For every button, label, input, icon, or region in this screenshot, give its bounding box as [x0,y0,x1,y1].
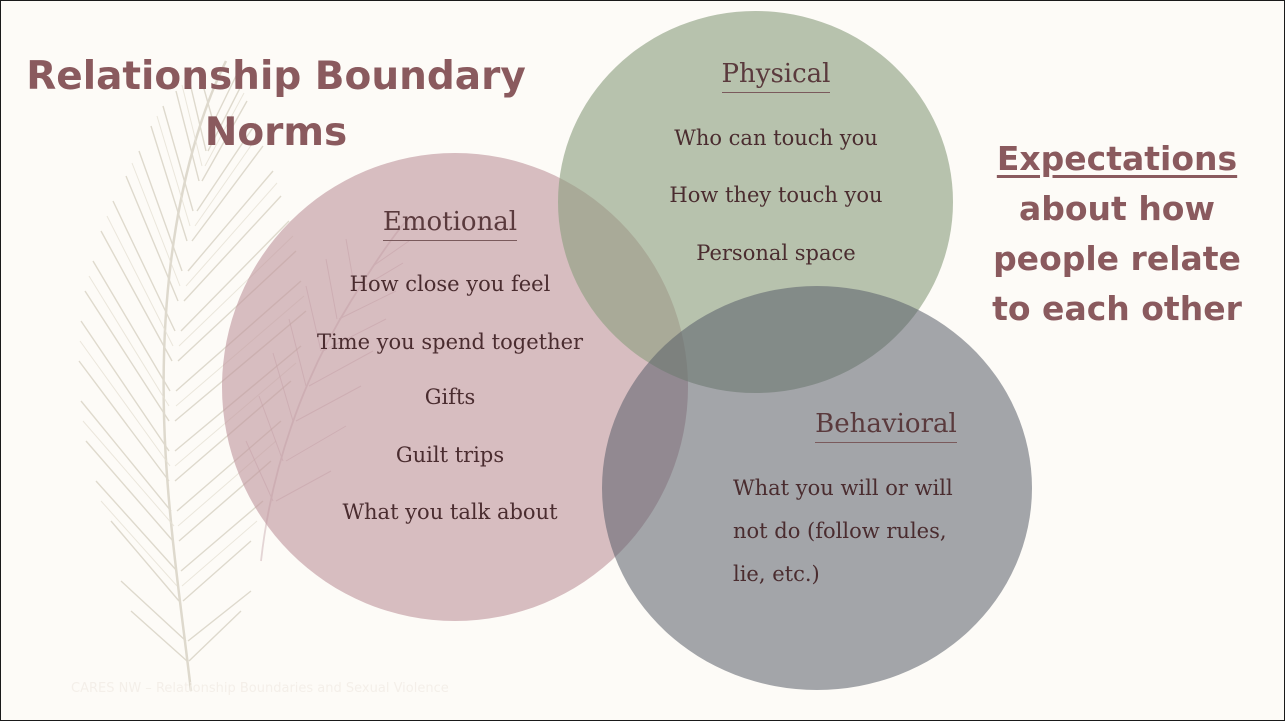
physical-heading: Physical [676,59,876,93]
physical-item: How they touch you [669,183,883,207]
expectations-keyword: Expectations [996,139,1238,178]
expectations-statement: Expectations about how people relate to … [969,134,1265,334]
physical-item: Who can touch you [674,126,878,150]
emotional-item: Guilt trips [395,443,505,467]
emotional-item: Gifts [424,385,476,409]
emotional-item: How close you feel [349,272,551,296]
emotional-item: What you talk about [342,500,558,524]
emotional-heading: Emotional [350,207,550,241]
slide-footer: CARES NW – Relationship Boundaries and S… [71,681,449,696]
expectations-rest: about how people relate to each other [992,189,1242,328]
behavioral-text: What you will or will not do (follow rul… [733,476,953,586]
behavioral-circle [602,286,1032,690]
slide-title: Relationship Boundary Norms [26,54,526,155]
physical-item: Personal space [696,241,856,265]
behavioral-heading: Behavioral [786,409,986,443]
emotional-item: Time you spend together [316,330,584,354]
